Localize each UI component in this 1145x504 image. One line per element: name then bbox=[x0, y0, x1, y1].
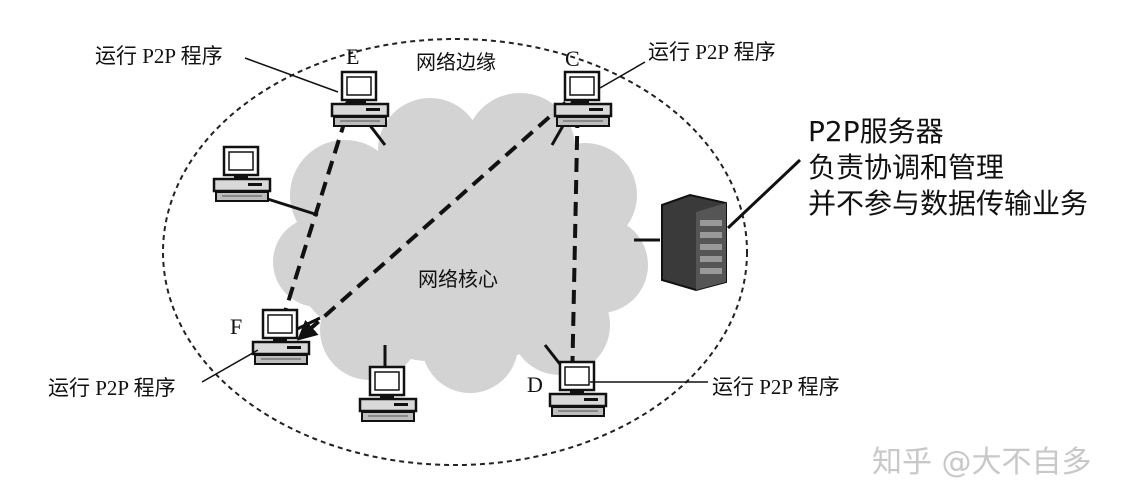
peer-f-program-label: 运行 P2P 程序 bbox=[48, 376, 176, 400]
node-e-label: E bbox=[346, 44, 360, 69]
node-d-label: D bbox=[527, 372, 543, 397]
peer-e-computer-icon bbox=[330, 70, 390, 128]
peer-computer-icon bbox=[212, 145, 272, 203]
transfer-c-to-d bbox=[562, 88, 588, 390]
network-core-cloud bbox=[273, 93, 648, 393]
label-leader-lines bbox=[201, 57, 802, 383]
server-description-line-1: 负责协调和管理 bbox=[808, 151, 1005, 184]
node-f-label: F bbox=[230, 314, 243, 339]
server-description: P2P服务器 负责协调和管理 并不参与数据传输业务 bbox=[808, 114, 1088, 222]
server-title: P2P服务器 bbox=[808, 115, 944, 148]
peer-e-program-label: 运行 P2P 程序 bbox=[95, 44, 223, 68]
peer-c-program-label: 运行 P2P 程序 bbox=[648, 40, 776, 64]
server-description-line-2: 并不参与数据传输业务 bbox=[808, 187, 1089, 220]
network-edge-label: 网络边缘 bbox=[416, 50, 496, 74]
network-core-label: 网络核心 bbox=[418, 267, 498, 291]
node-c-label: C bbox=[565, 46, 580, 71]
peer-c-computer-icon bbox=[553, 70, 613, 128]
transfer-c-to-f bbox=[297, 85, 585, 341]
p2p-server-icon bbox=[661, 193, 727, 292]
p2p-transfer-arrows bbox=[275, 85, 588, 390]
peer-d-program-label: 运行 P2P 程序 bbox=[712, 375, 840, 399]
watermark: 知乎 @大不自多 bbox=[872, 445, 1092, 480]
network-edge-boundary bbox=[162, 38, 748, 466]
